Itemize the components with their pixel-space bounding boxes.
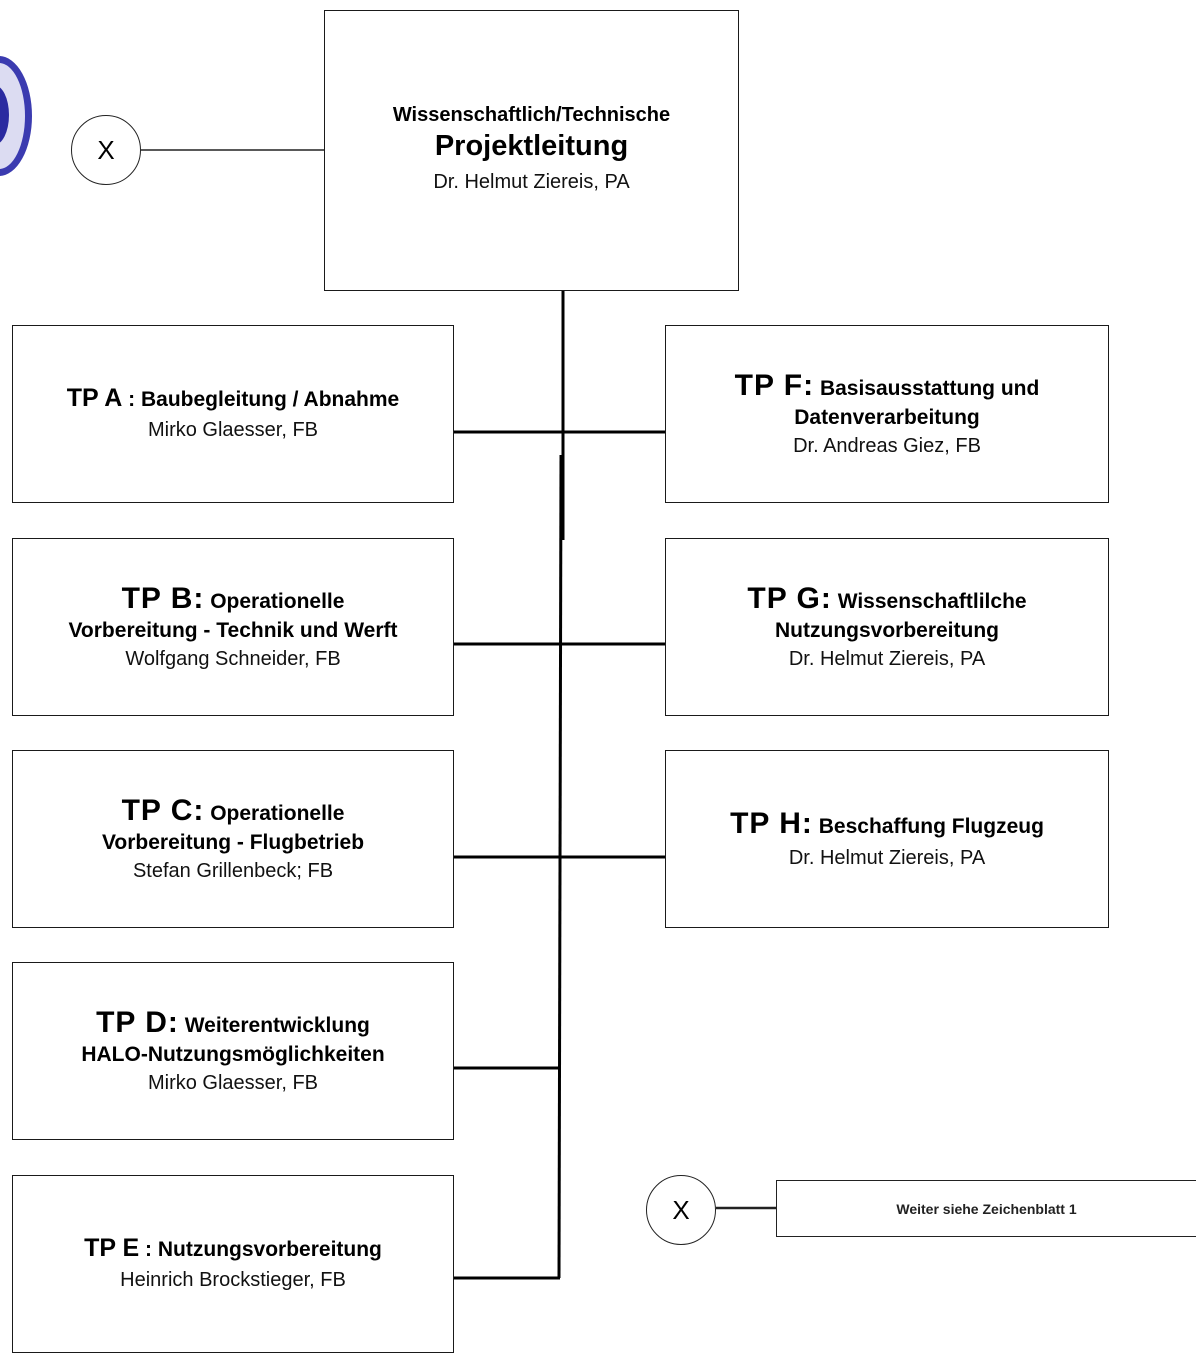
continuation-note-box: Weiter siehe Zeichenblatt 1 <box>776 1180 1196 1237</box>
subproject-separator: : <box>139 1238 158 1262</box>
subproject-code: TP A <box>66 384 123 413</box>
subproject-box-f: TP F: Basisausstattung und Datenverarbei… <box>665 325 1109 503</box>
subproject-code: TP G: <box>747 581 832 615</box>
subproject-person: Dr. Andreas Giez, FB <box>793 435 981 458</box>
subproject-title-cont: Vorbereitung - Technik und Werft <box>68 619 398 643</box>
connector-symbol: X <box>97 134 115 165</box>
subproject-person: Dr. Helmut Ziereis, PA <box>788 648 986 671</box>
subproject-title: Operationelle <box>210 801 345 825</box>
subproject-code: TP D: <box>96 1005 179 1039</box>
subproject-title: Beschaffung Flugzeug <box>818 815 1044 839</box>
subproject-separator: : <box>122 388 141 412</box>
subproject-title: Baubegleitung / Abnahme <box>141 388 400 412</box>
subproject-title-cont: HALO-Nutzungsmöglichkeiten <box>81 1043 385 1067</box>
subproject-title-cont: Vorbereitung - Flugbetrieb <box>101 831 365 855</box>
connector-circle-bottom: X <box>646 1175 716 1245</box>
subproject-person: Dr. Helmut Ziereis, PA <box>788 846 986 869</box>
subproject-code: TP C: <box>121 793 205 827</box>
continuation-note: Weiter siehe Zeichenblatt 1 <box>896 1200 1077 1217</box>
project-lead-box: Wissenschaftlich/Technische Projektleitu… <box>324 10 739 291</box>
subproject-title: Weiterentwicklung <box>184 1013 370 1037</box>
project-lead-person: Dr. Helmut Ziereis, PA <box>433 170 630 193</box>
logo-mark <box>0 85 9 145</box>
subproject-box-a: TP A : Baubegleitung / Abnahme Mirko Gla… <box>12 325 454 503</box>
subproject-box-e: TP E : Nutzungsvorbereitung Heinrich Bro… <box>12 1175 454 1353</box>
subproject-person: Mirko Glaesser, FB <box>147 1072 319 1095</box>
subproject-box-h: TP H: Beschaffung Flugzeug Dr. Helmut Zi… <box>665 750 1109 928</box>
project-lead-line1: Wissenschaftlich/Technische <box>392 104 671 127</box>
subproject-person: Mirko Glaesser, FB <box>147 418 319 441</box>
subproject-code: TP B: <box>121 581 205 615</box>
subproject-box-g: TP G: Wissenschaftlilche Nutzungsvorbere… <box>665 538 1109 716</box>
subproject-title: Operationelle <box>210 589 345 613</box>
subproject-person: Stefan Grillenbeck; FB <box>132 860 334 883</box>
subproject-title-cont: Nutzungsvorbereitung <box>775 619 999 643</box>
subproject-person: Wolfgang Schneider, FB <box>125 648 341 671</box>
subproject-box-b: TP B: Operationelle Vorbereitung - Techn… <box>12 538 454 716</box>
subproject-box-c: TP C: Operationelle Vorbereitung - Flugb… <box>12 750 454 928</box>
subproject-code: TP H: <box>730 807 813 841</box>
connector-symbol: X <box>672 1194 690 1225</box>
subproject-code: TP E <box>84 1234 140 1263</box>
subproject-person: Heinrich Brockstieger, FB <box>120 1268 346 1291</box>
subproject-title-cont: Datenverarbeitung <box>794 406 980 430</box>
project-lead-title: Projektleitung <box>434 130 629 163</box>
subproject-code: TP F: <box>734 368 815 402</box>
subproject-title: Nutzungsvorbereitung <box>157 1238 382 1262</box>
connector-circle-top: X <box>71 115 141 185</box>
subproject-box-d: TP D: Weiterentwicklung HALO-Nutzungsmög… <box>12 962 454 1140</box>
subproject-title: Wissenschaftlilche <box>837 589 1027 613</box>
subproject-title: Basisausstattung und <box>819 376 1040 400</box>
